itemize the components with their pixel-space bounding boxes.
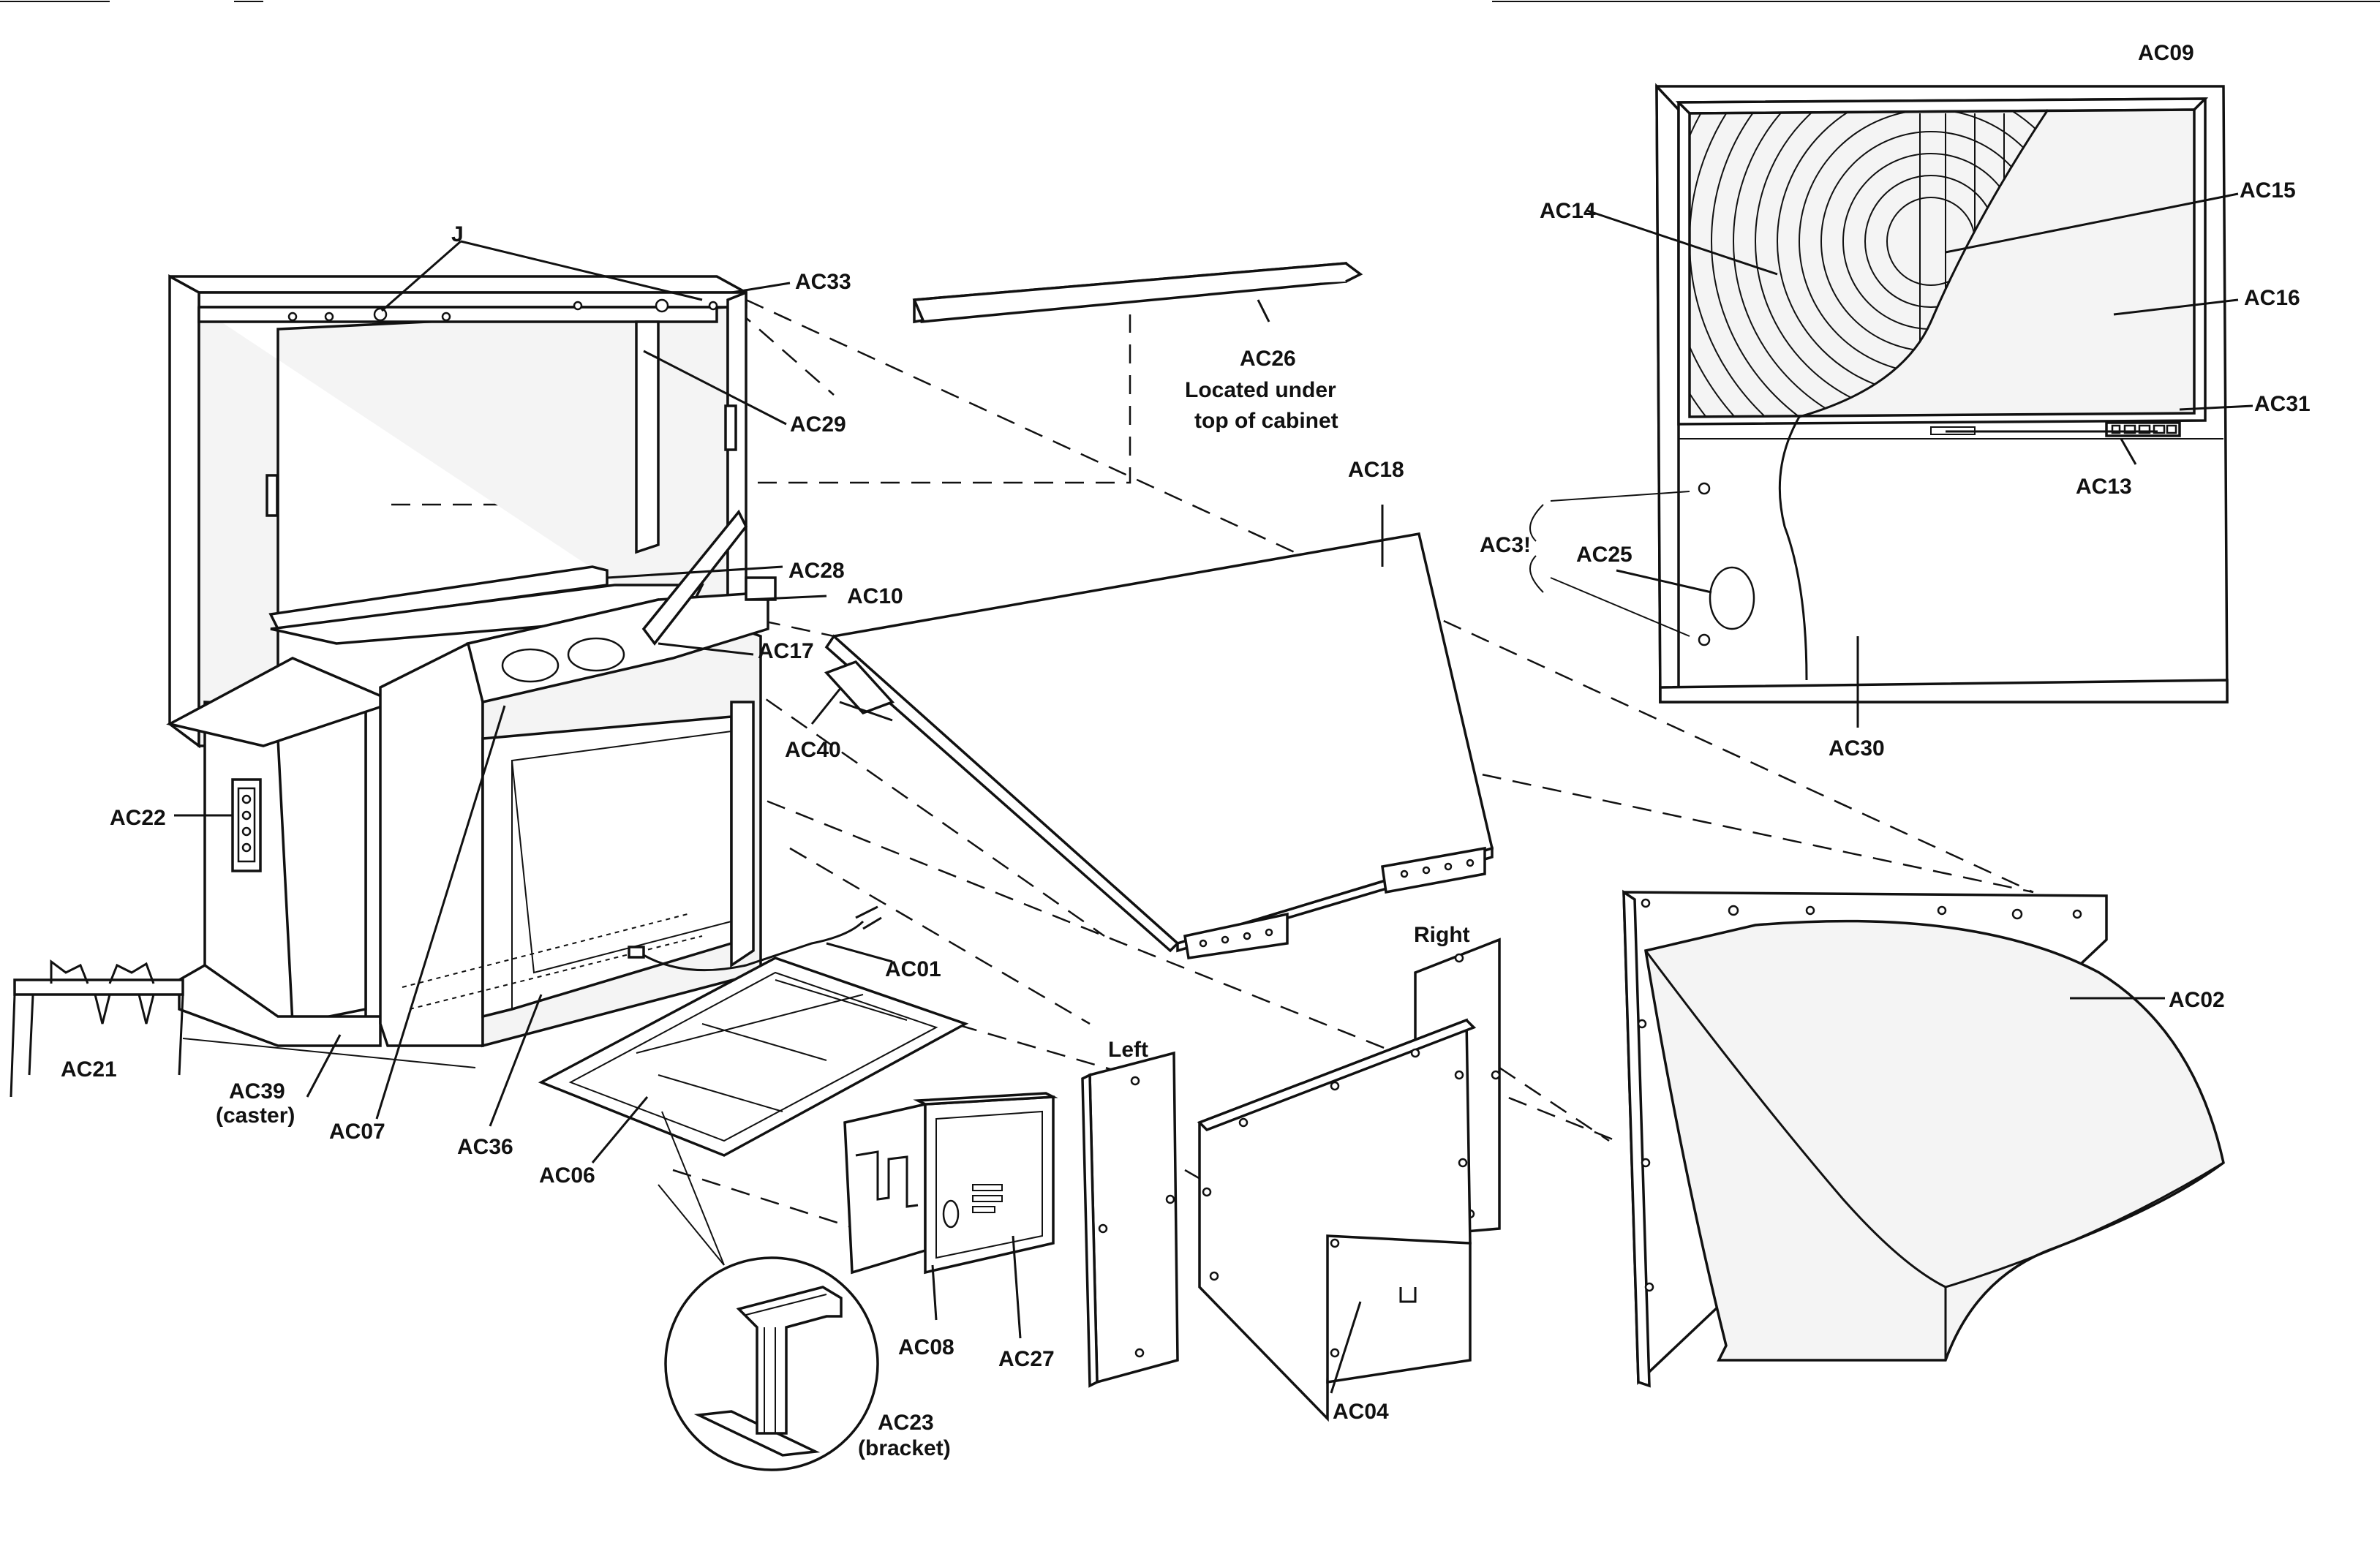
bracket-detail [658, 1111, 879, 1471]
label-ac39: AC39 [229, 1079, 285, 1104]
power-cord [628, 905, 882, 972]
label-ac02: AC02 [2169, 988, 2225, 1012]
label-ac07: AC07 [329, 1120, 385, 1144]
label-ac13: AC13 [2076, 475, 2132, 499]
cabinet-frame [166, 274, 777, 1048]
label-ac01: AC01 [885, 957, 941, 981]
control-box [843, 1092, 1058, 1275]
part-labels: J AC33 AC29 AC28 AC10 AC17 AC40 AC26 Loc… [61, 41, 2311, 1460]
label-ac08: AC08 [898, 1335, 954, 1359]
label-ac15: AC15 [2240, 178, 2296, 203]
label-right-panel: Right [1414, 923, 1470, 947]
label-ac23: AC23 [878, 1411, 934, 1435]
label-left-panel: Left [1108, 1038, 1148, 1062]
label-ac23-note: (bracket) [858, 1436, 951, 1460]
hood-holes [1637, 898, 2082, 1292]
label-ac25: AC25 [1576, 543, 1633, 567]
label-ac22: AC22 [110, 806, 166, 830]
label-j: J [451, 222, 464, 246]
label-ac39-note: (caster) [216, 1104, 295, 1128]
label-ac17: AC17 [758, 639, 814, 663]
label-ac28: AC28 [788, 559, 845, 583]
label-ac31: AC31 [2254, 392, 2311, 416]
ac21-leader [182, 1038, 476, 1068]
label-ac33: AC33 [795, 270, 851, 294]
label-ac09: AC09 [2138, 41, 2194, 65]
label-ac18: AC18 [1348, 458, 1404, 482]
crt-hood [1622, 889, 2225, 1388]
label-ac21: AC21 [61, 1057, 117, 1082]
caster-strip [10, 959, 184, 1098]
label-ac16: AC16 [2244, 286, 2300, 310]
top-rail-holes [287, 298, 718, 322]
label-ac36: AC36 [457, 1135, 513, 1159]
label-ac38: AC3! [1480, 533, 1531, 557]
screen-assembly [1655, 83, 2229, 703]
top-angle-bracket [912, 262, 1363, 324]
label-ac26-note-1: Located under [1185, 378, 1336, 402]
leader-lines [174, 192, 2253, 1394]
label-ac29: AC29 [790, 412, 846, 437]
label-ac26: AC26 [1240, 347, 1296, 371]
slanted-top-panel [824, 532, 1494, 959]
floor-frame [538, 957, 969, 1157]
left-side-panel [1081, 1051, 1179, 1388]
label-ac06: AC06 [539, 1163, 595, 1188]
label-ac27: AC27 [998, 1347, 1055, 1371]
label-ac10: AC10 [847, 584, 903, 608]
label-ac30: AC30 [1829, 736, 1885, 761]
back-panel [1197, 1018, 1477, 1422]
label-ac14: AC14 [1540, 199, 1596, 223]
label-ac40: AC40 [785, 738, 841, 762]
label-ac04: AC04 [1333, 1400, 1389, 1424]
label-ac26-note-2: top of cabinet [1194, 409, 1338, 433]
